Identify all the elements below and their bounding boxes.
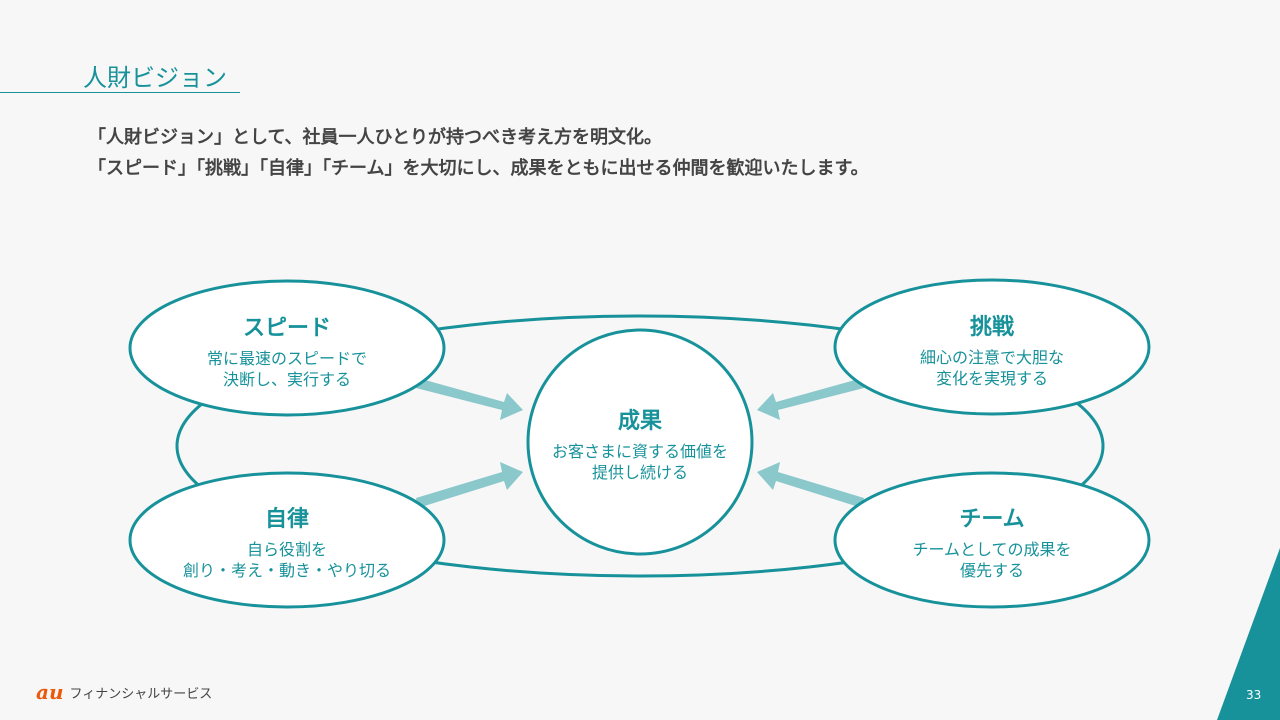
arrow-autonomy xyxy=(416,462,523,508)
company-name: フィナンシャルサービス xyxy=(69,686,213,702)
node-desc: 優先する xyxy=(959,561,1025,580)
autonomy-ellipse xyxy=(128,471,446,609)
node-desc: 変化を実現する xyxy=(935,369,1049,388)
node-result: 成果 お客さまに資する価値を 提供し続ける xyxy=(552,403,728,483)
node-heading: 自律 xyxy=(264,507,310,532)
node-heading: チーム xyxy=(959,507,1025,532)
arrow-speed xyxy=(416,378,523,420)
arrows xyxy=(416,378,864,508)
node-desc: 提供し続ける xyxy=(591,463,689,482)
node-desc: 自ら役割を xyxy=(246,540,328,559)
node-heading: 挑戦 xyxy=(969,315,1015,340)
node-team: チーム チームとしての成果を 優先する xyxy=(912,501,1071,581)
intro-text: 「人財ビジョン」として、社員一人ひとりが持つべき考え方を明文化。 「スピード」「… xyxy=(88,122,869,184)
team-ellipse xyxy=(833,471,1151,609)
company-logo: au フィナンシャルサービス xyxy=(36,680,212,704)
arrow-team xyxy=(757,462,864,508)
loop-ellipse xyxy=(175,314,1105,578)
slide-title: 人財ビジョン xyxy=(83,64,227,92)
corner-accent xyxy=(1217,548,1280,720)
result-circle xyxy=(526,328,754,556)
node-desc: 決断し、実行する xyxy=(222,370,352,389)
challenge-ellipse xyxy=(833,278,1151,416)
node-desc: お客さまに資する価値を xyxy=(551,442,729,461)
title-underline xyxy=(0,92,240,93)
page-number: 33 xyxy=(1246,688,1262,702)
arrow-challenge xyxy=(757,378,864,420)
node-speed: スピード 常に最速のスピードで 決断し、実行する xyxy=(207,310,367,390)
node-autonomy: 自律 自ら役割を 創り・考え・動き・やり切る xyxy=(183,501,391,581)
intro-line: 「スピード」「挑戦」「自律」「チーム」を大切にし、成果をともに出せる仲間を歓迎い… xyxy=(88,158,869,179)
node-desc: 常に最速のスピードで xyxy=(206,349,368,368)
node-heading: 成果 xyxy=(617,409,663,434)
node-desc: チームとしての成果を xyxy=(912,540,1072,559)
intro-line: 「人財ビジョン」として、社員一人ひとりが持つべき考え方を明文化。 xyxy=(88,127,663,148)
au-logo: au xyxy=(36,680,64,704)
node-challenge: 挑戦 細心の注意で大胆な 変化を実現する xyxy=(920,309,1064,389)
node-desc: 細心の注意で大胆な xyxy=(919,348,1065,367)
speed-ellipse xyxy=(128,279,446,417)
node-desc: 創り・考え・動き・やり切る xyxy=(182,561,392,580)
node-heading: スピード xyxy=(242,316,332,341)
